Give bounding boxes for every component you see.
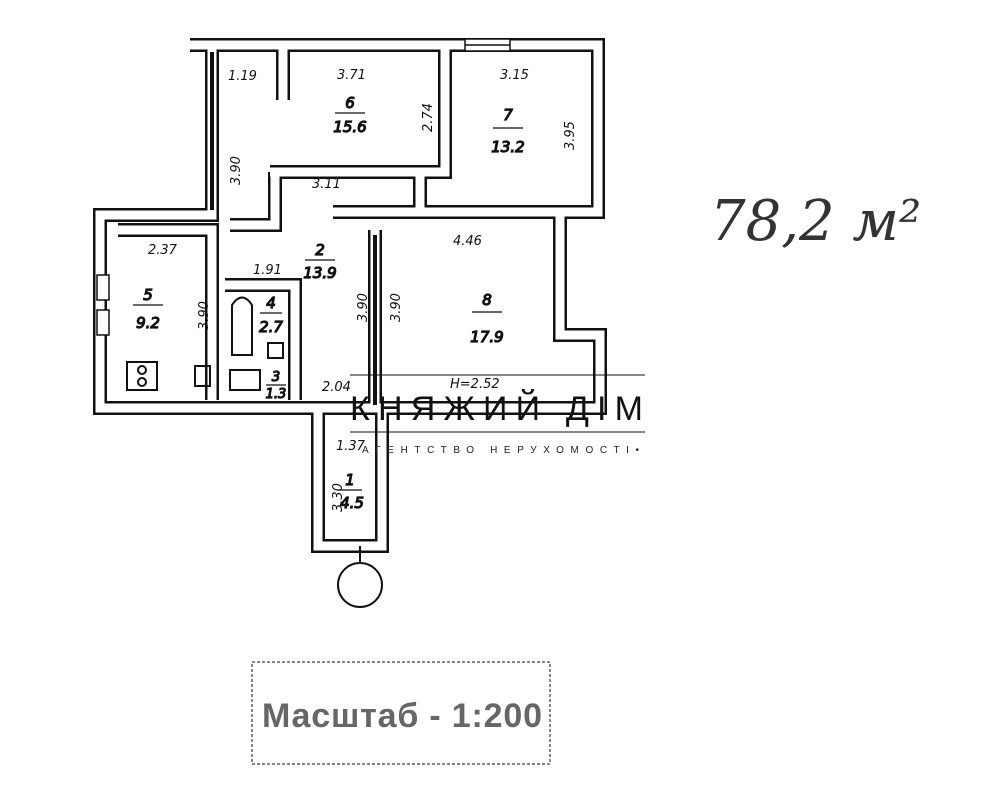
room-2-area: 13.9: [303, 264, 336, 282]
room-labels: 6 15.6 7 13.2 2 13.9 5 9.2 4 2.7 3 1.3 8…: [133, 93, 525, 513]
dimension-label: 3.90: [197, 301, 212, 330]
dimension-label: 2.74: [421, 103, 436, 132]
watermark-subtitle: АГЕНТСТВО НЕРУХОМОСТІ•: [362, 445, 645, 456]
room-6-number: 6: [345, 94, 355, 112]
room-8-number: 8: [482, 291, 492, 309]
toilet-icon: [229, 369, 261, 391]
walls: [93, 38, 607, 553]
room-1-number: 1: [345, 471, 355, 489]
room-7-area: 13.2: [491, 138, 524, 156]
kitchen-sink-icon: [194, 365, 211, 387]
room-5-number: 5: [143, 286, 153, 304]
scale-stamp: Масштаб - 1:200: [251, 661, 551, 765]
dimension-label: 3.30: [331, 483, 346, 512]
stove-icon: [126, 361, 158, 391]
dimension-label: 3.90: [229, 156, 244, 185]
dimension-label: 3.95: [563, 121, 578, 150]
staircase-marker-icon: [337, 562, 383, 608]
room-8-area: 17.9: [470, 328, 503, 346]
sink-icon: [267, 342, 284, 359]
room-3-number: 3: [272, 370, 280, 385]
dimension-label: 3.11: [312, 177, 341, 192]
bathtub-icon: [231, 296, 253, 356]
room-7-number: 7: [503, 106, 513, 124]
room-1-area: 4.5: [340, 494, 364, 512]
room-2-number: 2: [315, 241, 325, 259]
dimension-label: 3.90: [389, 293, 404, 322]
dimension-label: 3.15: [500, 68, 529, 83]
dimension-label: 1.91: [253, 263, 282, 278]
scale-label: Масштаб - 1:200: [262, 697, 542, 735]
dimension-label: 3.90: [356, 293, 371, 322]
room-4-area: 2.7: [259, 318, 283, 336]
dimension-label: 2.37: [148, 243, 178, 258]
dimension-label: 2.04: [322, 380, 351, 395]
dimension-label: 3.71: [337, 68, 366, 83]
room-3-area: 1.3: [266, 387, 287, 402]
fixtures: [126, 296, 383, 608]
dimension-label: 4.46: [453, 234, 482, 249]
ceiling-height-label: H=2.52: [450, 377, 500, 392]
dimension-label: 1.37: [336, 439, 366, 454]
room-6-area: 15.6: [333, 118, 366, 136]
room-5-area: 9.2: [136, 314, 160, 332]
windows: [96, 38, 511, 336]
dimension-label: 1.19: [228, 69, 257, 84]
watermark-brand: КНЯЖИЙ ДІМ: [350, 390, 645, 428]
dimension-labels: 1.19 3.71 3.15 2.74 3.95 3.90 3.11 4.46 …: [148, 68, 578, 512]
total-area-label: 78,2 м²: [710, 189, 921, 254]
room-4-number: 4: [266, 294, 276, 312]
